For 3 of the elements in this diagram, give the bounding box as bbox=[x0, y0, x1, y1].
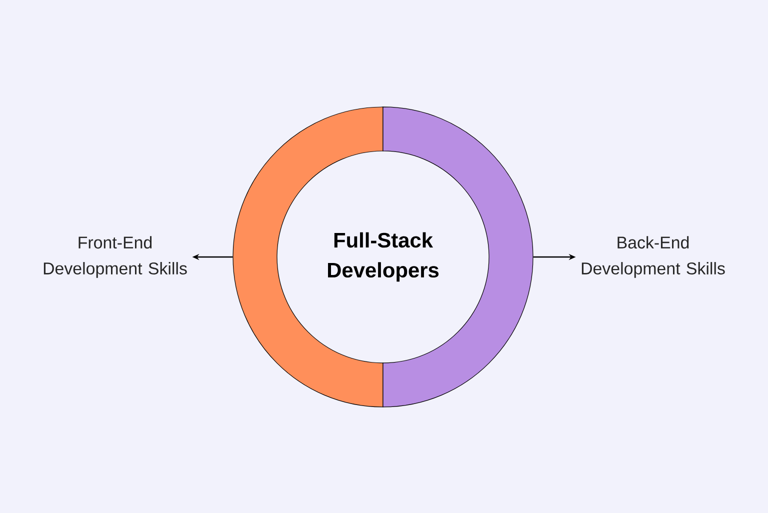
ring-chart: Full-Stack Developers bbox=[232, 106, 534, 408]
skill-label: Front-End Development Skills bbox=[44, 236, 187, 278]
skill-label: Back-End Development Skills bbox=[582, 236, 725, 278]
